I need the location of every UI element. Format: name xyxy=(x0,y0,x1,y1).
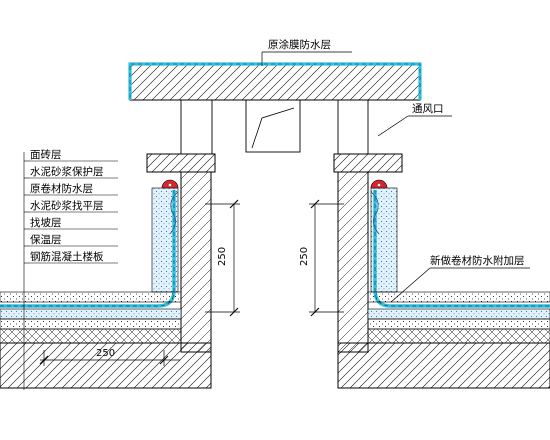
right-dim-text: 250 xyxy=(299,247,310,266)
legend-item-membrane: 原卷材防水层 xyxy=(30,182,93,195)
horizontal-dimension: 250 xyxy=(39,348,180,366)
vent-label: 通风口 xyxy=(412,103,444,115)
vent-posts xyxy=(180,99,369,154)
legend-item-slab: 钢筋混凝土楼板 xyxy=(30,250,104,263)
layer-legend: 面砖层 水泥砂浆保护层 原卷材防水层 水泥砂浆找平层 找坡层 保温层 钢筋混凝土… xyxy=(23,148,118,390)
left-dim-text: 250 xyxy=(217,247,228,266)
additional-layer-label: 新做卷材防水附加层 xyxy=(430,254,525,267)
legend-item-slope: 找坡层 xyxy=(30,216,62,229)
legend-item-tile: 面砖层 xyxy=(30,148,62,161)
right-roof-layers xyxy=(337,291,550,389)
legend-item-insulation: 保温层 xyxy=(30,233,62,246)
top-membrane-callout: 原涂膜防水层 xyxy=(261,38,352,66)
left-roof-layers xyxy=(0,291,212,389)
horizontal-dim-text: 250 xyxy=(96,348,115,359)
additional-layer-callout: 新做卷材防水附加层 xyxy=(390,254,530,303)
legend-item-mortar-protect: 水泥砂浆保护层 xyxy=(30,165,104,178)
left-vertical-dimension: 250 xyxy=(205,199,240,317)
top-cap-slab xyxy=(128,62,422,101)
right-vertical-dimension: 250 xyxy=(299,199,344,317)
vent-callout: 通风口 xyxy=(377,103,452,137)
legend-item-mortar-level: 水泥砂浆找平层 xyxy=(30,199,104,212)
top-membrane-label: 原涂膜防水层 xyxy=(268,38,331,51)
